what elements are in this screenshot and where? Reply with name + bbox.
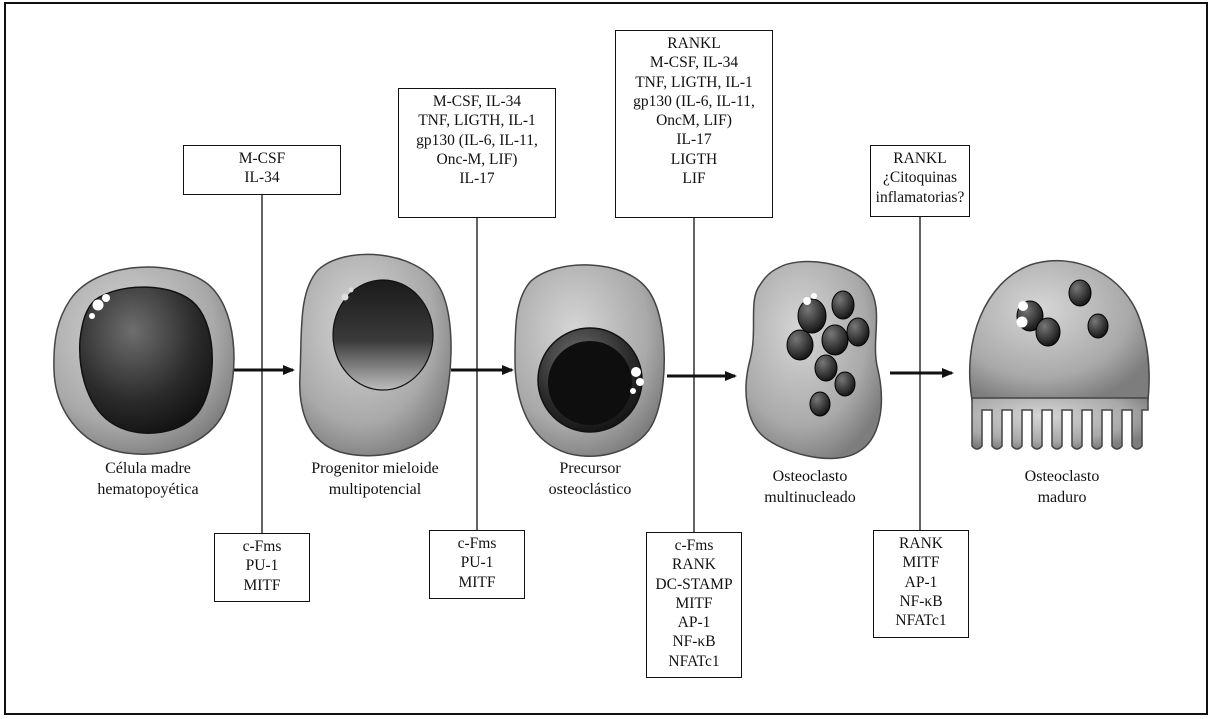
bottom-box-2-line-2: PU-1	[460, 554, 494, 572]
stage-label-1: Célula madre hematopoyética	[78, 458, 218, 500]
bottom-box-4-line-3: AP-1	[904, 573, 938, 591]
bottom-box-3-line-6: NF-κB	[672, 633, 716, 651]
top-box-4-line-1: RANKL	[893, 150, 947, 167]
stage-label-5: Osteoclasto maduro	[997, 466, 1127, 508]
top-box-2-line-2: TNF, LIGTH, IL-1	[418, 112, 536, 130]
bottom-box-4-line-4: NF-κB	[899, 592, 943, 610]
bottom-box-2-line-3: MITF	[458, 573, 496, 591]
bottom-box-3-line-1: c-Fms	[674, 537, 714, 554]
top-box-4: RANKL ¿Citoquinas inflamatorias?	[870, 145, 970, 217]
stage-label-4: Osteoclasto multinucleado	[745, 466, 875, 508]
multinucleated-osteoclast-illustration	[745, 260, 883, 460]
bottom-box-3-line-3: DC-STAMP	[655, 575, 733, 593]
bottom-box-3-line-5: AP-1	[677, 614, 711, 632]
stem-cell-illustration	[53, 266, 235, 455]
top-box-3-line-1: RANKL	[667, 35, 721, 52]
bottom-box-3-line-7: NFATc1	[668, 652, 720, 670]
precursor-cell-illustration	[514, 264, 665, 457]
stage-label-2: Progenitor mieloide multipotencial	[288, 458, 462, 500]
top-box-3-line-4: gp130 (IL-6, IL-11,	[633, 92, 755, 110]
stage-label-4-line-1: Osteoclasto	[772, 468, 848, 485]
stage-label-2-line-2: multipotencial	[328, 481, 422, 498]
top-box-2-line-5: IL-17	[459, 170, 495, 188]
stage-label-4-line-2: multinucleado	[764, 489, 856, 506]
stage-label-3: Precursor osteoclástico	[520, 458, 660, 500]
stage-label-5-line-2: maduro	[1037, 489, 1087, 506]
top-box-1-line-1: M-CSF	[238, 150, 286, 167]
bottom-box-4: RANK MITF AP-1 NF-κB NFATc1	[873, 530, 969, 638]
bottom-box-2: c-Fms PU-1 MITF	[429, 530, 525, 599]
top-box-2-line-3: gp130 (IL-6, IL-11,	[416, 131, 538, 149]
stage-label-1-line-2: hematopoyética	[97, 481, 199, 498]
bottom-box-1: c-Fms PU-1 MITF	[214, 533, 310, 602]
stage-label-5-line-1: Osteoclasto	[1024, 468, 1100, 485]
top-box-3-line-5: OncM, LIF)	[656, 112, 732, 130]
stage-label-3-line-1: Precursor	[559, 460, 621, 477]
top-box-3: RANKL M-CSF, IL-34 TNF, LIGTH, IL-1 gp13…	[615, 30, 773, 218]
stage-label-2-line-1: Progenitor mieloide	[311, 460, 439, 477]
mature-osteoclast-illustration	[968, 260, 1150, 450]
bottom-box-2-line-1: c-Fms	[457, 535, 497, 552]
bottom-box-3-line-4: MITF	[675, 594, 713, 612]
top-box-4-line-2: ¿Citoquinas	[882, 169, 958, 187]
bottom-box-4-line-2: MITF	[902, 554, 940, 572]
stage-label-1-line-1: Célula madre	[105, 460, 191, 477]
bottom-box-1-line-3: MITF	[243, 576, 281, 594]
stage-label-3-line-2: osteoclástico	[548, 481, 632, 498]
bottom-box-4-line-1: RANK	[899, 535, 943, 552]
figure-frame	[4, 2, 1208, 715]
top-box-4-line-3: inflamatorias?	[875, 188, 965, 206]
top-box-3-line-3: TNF, LIGTH, IL-1	[635, 73, 753, 91]
bottom-box-3-line-2: RANK	[672, 556, 716, 574]
top-box-3-line-7: LIGTH	[670, 150, 718, 168]
top-box-2: M-CSF, IL-34 TNF, LIGTH, IL-1 gp130 (IL-…	[398, 88, 556, 218]
top-box-2-line-4: Onc-M, LIF)	[436, 150, 518, 168]
top-box-1-line-2: IL-34	[244, 169, 280, 187]
top-box-3-line-2: M-CSF, IL-34	[649, 54, 739, 72]
top-box-1: M-CSF IL-34	[183, 145, 341, 195]
bottom-box-3: c-Fms RANK DC-STAMP MITF AP-1 NF-κB NFAT…	[646, 532, 742, 678]
top-box-3-line-8: LIF	[682, 170, 706, 188]
bottom-box-4-line-5: NFATc1	[895, 612, 947, 630]
top-box-2-line-1: M-CSF, IL-34	[432, 93, 522, 110]
progenitor-cell-illustration	[299, 253, 452, 457]
bottom-box-1-line-2: PU-1	[245, 557, 279, 575]
bottom-box-1-line-1: c-Fms	[242, 538, 282, 555]
top-box-3-line-6: IL-17	[676, 131, 712, 149]
